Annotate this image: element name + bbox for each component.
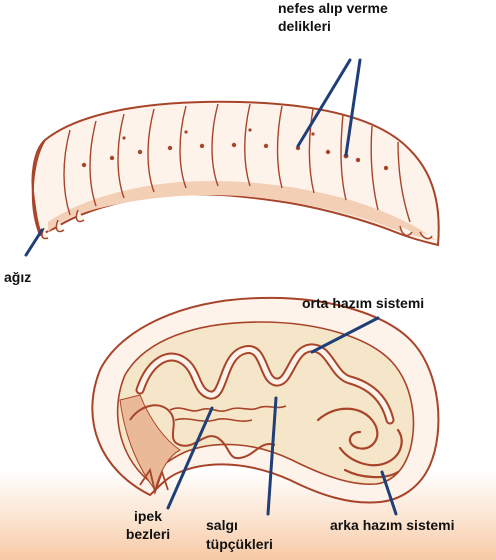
larva-body-outline — [33, 102, 439, 245]
larva-exterior — [32, 102, 438, 245]
label-spiracles-line1: nefes alıp verme — [278, 0, 388, 17]
leader-mouth — [26, 230, 42, 255]
label-hindgut: arka hazım sistemi — [330, 516, 455, 534]
label-silk-glands-line2: bezleri — [118, 525, 178, 543]
label-malpighian-line2: tüpçükleri — [206, 535, 273, 553]
label-spiracles-line2: delikleri — [278, 17, 331, 35]
label-silk-glands-line1: ipek — [118, 507, 178, 525]
label-malpighian-line1: salgı — [206, 516, 238, 534]
larva-interior — [92, 298, 438, 503]
label-midgut: orta hazım sistemi — [302, 294, 424, 312]
label-mouth: ağız — [4, 268, 31, 286]
